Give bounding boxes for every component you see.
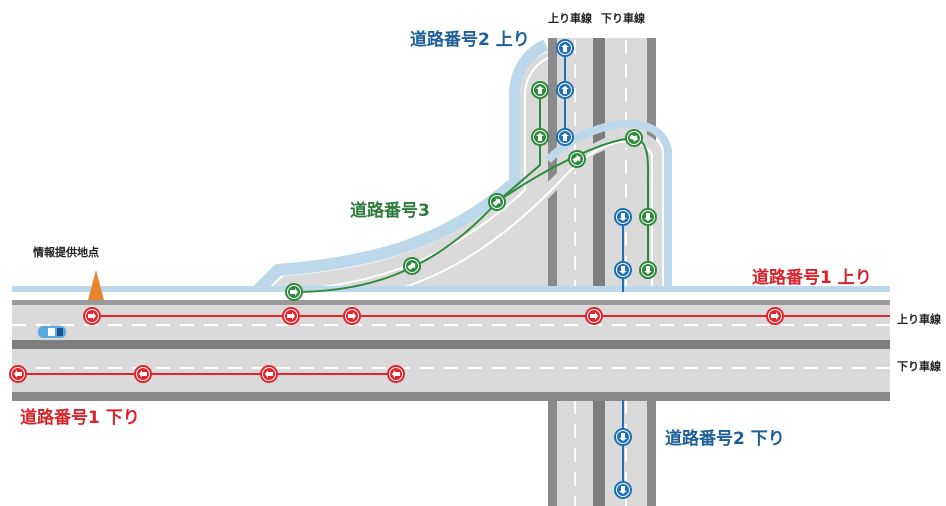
direction-arrow-icon <box>282 307 300 325</box>
direction-arrow-icon <box>83 307 101 325</box>
direction-arrow-icon <box>556 128 574 146</box>
label-down-lane-top: 下り車線 <box>601 12 645 25</box>
direction-arrow-icon <box>639 261 657 279</box>
direction-arrow-icon <box>488 193 506 211</box>
road-1-bottom-edge <box>12 392 890 401</box>
direction-arrow-icon <box>766 307 784 325</box>
label-road-2-up: 道路番号2 上り <box>410 30 530 50</box>
direction-arrow-icon <box>9 365 27 383</box>
markers-road-2-down <box>614 208 632 499</box>
direction-arrow-icon <box>403 257 421 275</box>
ramp-loop-asphalt <box>370 131 662 292</box>
direction-arrow-icon <box>285 283 303 301</box>
direction-arrow-icon <box>625 129 643 147</box>
direction-arrow-icon <box>387 365 405 383</box>
direction-arrow-icon <box>260 365 278 383</box>
road-1-median <box>12 340 890 349</box>
direction-arrow-icon <box>134 365 152 383</box>
label-up-lane-top: 上り車線 <box>548 12 592 25</box>
direction-arrow-icon <box>639 208 657 226</box>
markers-road-3 <box>285 81 657 301</box>
label-road-1-down: 道路番号1 下り <box>20 408 140 428</box>
car-icon <box>38 326 66 338</box>
label-down-lane-right: 下り車線 <box>897 360 941 373</box>
direction-arrow-icon <box>614 261 632 279</box>
direction-arrow-icon <box>343 307 361 325</box>
direction-arrow-icon <box>585 307 603 325</box>
road-2-left-edge <box>548 38 557 506</box>
traffic-cone-icon <box>88 270 104 300</box>
label-road-2-down: 道路番号2 下り <box>665 429 785 449</box>
label-road-1-up: 道路番号1 上り <box>752 268 872 288</box>
label-up-lane-right: 上り車線 <box>897 313 941 326</box>
ramp-asphalt-left <box>266 52 548 292</box>
direction-arrow-icon <box>614 481 632 499</box>
direction-arrow-icon <box>556 81 574 99</box>
markers-road-1-down <box>9 365 405 383</box>
direction-arrow-icon <box>614 428 632 446</box>
road-2-median <box>593 38 605 506</box>
road-1 <box>12 286 890 401</box>
markers-road-2-up <box>556 39 574 146</box>
direction-arrow-icon <box>531 128 549 146</box>
road-1-top-shoulder <box>12 286 890 292</box>
ramp-edge-line <box>289 57 549 291</box>
direction-arrow-icon <box>556 39 574 57</box>
label-info-point: 情報提供地点 <box>33 246 99 259</box>
label-road-3: 道路番号3 <box>350 201 430 221</box>
road-1-top-edge <box>12 300 890 305</box>
direction-arrow-icon <box>531 81 549 99</box>
direction-arrow-icon <box>614 208 632 226</box>
direction-arrow-icon <box>568 150 586 168</box>
ramp-shoulder <box>253 39 549 295</box>
markers-road-1-up <box>83 307 784 325</box>
